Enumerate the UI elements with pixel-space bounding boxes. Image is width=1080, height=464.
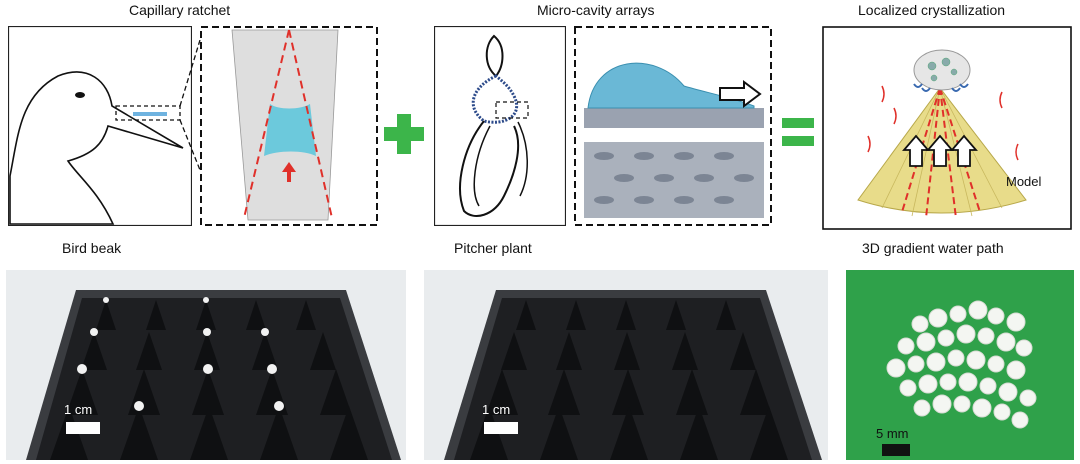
cone-array-photo: 1 cm bbox=[424, 270, 828, 460]
pitcher-plant-caption: Pitcher plant bbox=[454, 240, 532, 256]
micro-cavity-arrays-title: Micro-cavity arrays bbox=[537, 2, 655, 18]
plus-icon bbox=[384, 114, 424, 154]
capillary-ratchet-title: Capillary ratchet bbox=[129, 2, 231, 18]
model-label: Model bbox=[1006, 174, 1042, 189]
scale-bar-label-right: 5 mm bbox=[876, 426, 909, 441]
micro-cavity-zoom-panel bbox=[574, 26, 772, 226]
bird-beak-caption: Bird beak bbox=[62, 240, 122, 256]
equals-icon bbox=[782, 118, 814, 146]
bird-beak-panel bbox=[8, 26, 192, 226]
localized-crystallization-title: Localized crystallization bbox=[858, 2, 1006, 18]
scale-bar-label-middle: 1 cm bbox=[482, 402, 511, 417]
beak-zoom-connector bbox=[179, 40, 201, 171]
gradient-water-path-caption: 3D gradient water path bbox=[862, 240, 1004, 256]
cone-array-photo-with-crystals: 1 cm bbox=[6, 270, 406, 460]
scale-bar-label-left: 1 cm bbox=[64, 402, 93, 417]
capillary-zoom-panel bbox=[200, 26, 378, 226]
salt-crystals-photo: 5 mm bbox=[846, 270, 1074, 460]
pitcher-plant-panel bbox=[434, 26, 566, 226]
cone-model-panel: Model bbox=[822, 26, 1072, 230]
